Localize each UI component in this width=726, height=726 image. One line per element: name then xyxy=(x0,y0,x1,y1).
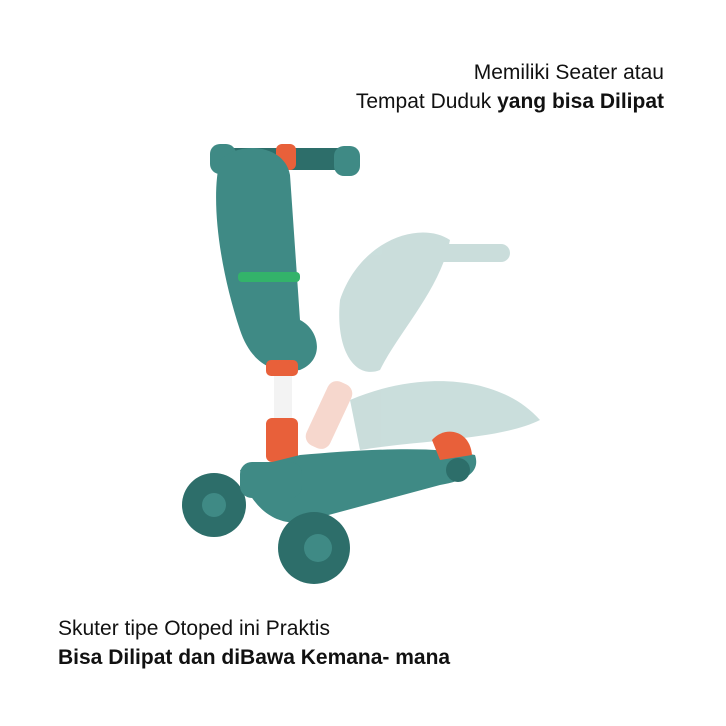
front-wheel-right-hub xyxy=(304,534,332,562)
caption-top-line2-regular: Tempat Duduk xyxy=(355,90,498,113)
ghost-deck xyxy=(350,381,540,450)
ghost-scooter xyxy=(305,232,540,450)
caption-top-line2: Tempat Duduk yang bisa Dilipat xyxy=(356,87,664,116)
ghost-handlebar xyxy=(430,244,510,262)
stem-ring-bottom xyxy=(266,418,298,462)
ghost-stem xyxy=(305,381,353,449)
front-fork xyxy=(240,462,302,498)
stem-white xyxy=(274,370,292,426)
rear-fender xyxy=(432,431,472,460)
caption-top-line2-bold: yang bisa Dilipat xyxy=(497,90,664,113)
rear-wheel xyxy=(446,458,470,482)
caption-bottom-line1: Skuter tipe Otoped ini Praktis xyxy=(58,617,330,640)
stem-ring-top xyxy=(266,360,298,376)
caption-top: Memiliki Seater atau Tempat Duduk yang b… xyxy=(356,58,664,116)
caption-bottom-line2: Bisa Dilipat dan diBawa Kemana- mana xyxy=(58,646,451,669)
caption-bottom: Skuter tipe Otoped ini Praktis Bisa Dili… xyxy=(58,614,450,672)
main-scooter xyxy=(182,144,477,584)
seat-strap xyxy=(238,272,300,282)
caption-top-line1: Memiliki Seater atau xyxy=(473,61,664,84)
front-wheel-left-hub xyxy=(202,493,226,517)
handlebar-grip-right xyxy=(334,146,360,176)
seat-body xyxy=(216,148,317,371)
ghost-seat xyxy=(339,232,450,372)
